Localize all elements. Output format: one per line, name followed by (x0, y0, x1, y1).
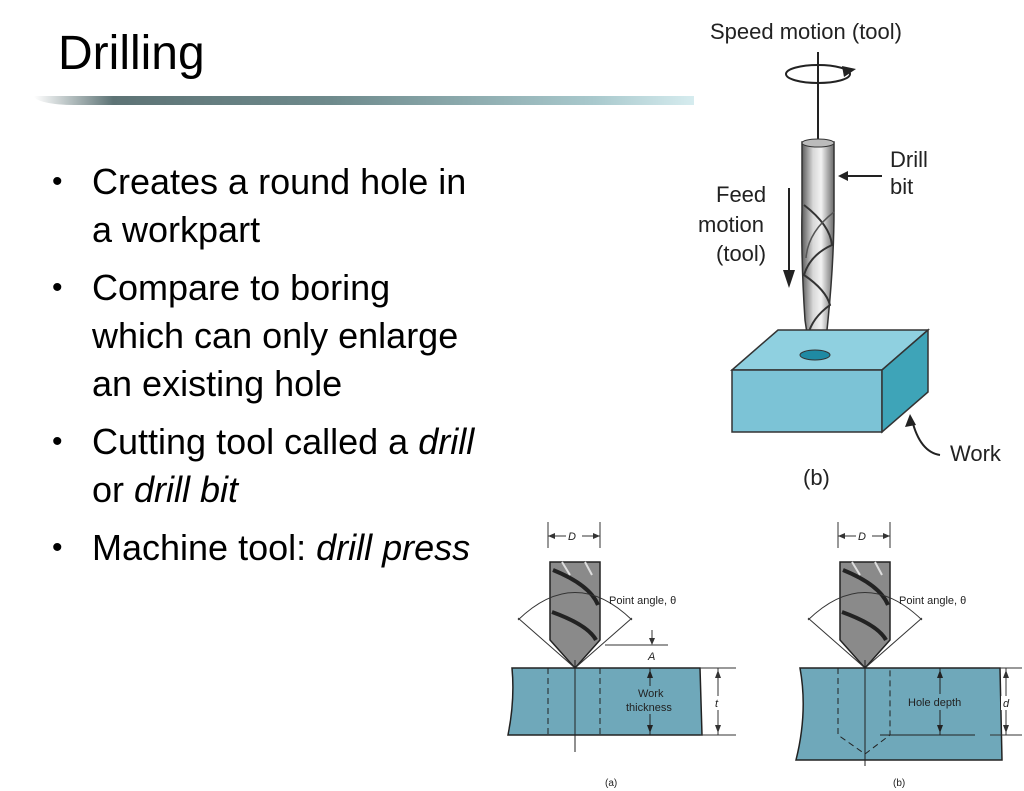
bullet-text-prefix: Machine tool: (92, 527, 317, 568)
bullet-text-prefix: Cutting tool called a (92, 421, 419, 462)
bullet-item: • Cutting tool called a drill or drill b… (52, 418, 492, 514)
drill-tip-icon (549, 561, 601, 670)
work-section-left (507, 667, 703, 736)
bullet-dot: • (52, 531, 63, 564)
bullet-item: • Creates a round hole in a workpart (52, 158, 492, 254)
speed-motion-label: Speed motion (tool) (710, 19, 902, 44)
feed-arrow-head-icon (783, 270, 795, 288)
bullet-dot: • (52, 425, 63, 458)
bullet-emphasis: drill (418, 421, 475, 462)
bullet-text-middle: or (92, 469, 135, 510)
drill-bit-label-line1: Drill (890, 147, 928, 172)
point-angle-label: Point angle, θ (609, 595, 676, 607)
bullet-item: • Compare to boring which can only enlar… (52, 264, 492, 408)
a-label: A (647, 651, 655, 663)
bullet-dot: • (52, 271, 63, 304)
bullet-list: • Creates a round hole in a workpart • C… (52, 158, 492, 582)
t-label: t (715, 698, 719, 710)
feed-motion-label-line1: Feed (716, 182, 766, 207)
d-label: d (1003, 698, 1010, 710)
hole-depth-label: Hole depth (908, 697, 961, 709)
bottom-left-caption: (a) (605, 778, 617, 789)
bullet-text: Creates a round hole in a workpart (92, 161, 467, 250)
bottom-right-caption: (b) (893, 778, 905, 789)
drill-tip-icon (839, 561, 891, 670)
bullet-emphasis: drill bit (134, 469, 239, 510)
bullet-text: Compare to boring which can only enlarge… (92, 267, 459, 404)
top-figure-caption: (b) (803, 465, 830, 490)
feed-motion-label-line3: (tool) (716, 241, 766, 266)
work-thickness-label-line2: thickness (626, 702, 672, 714)
bullet-dot: • (52, 165, 63, 198)
hole-opening (799, 349, 831, 361)
slide-title: Drilling (58, 27, 205, 80)
diameter-label: D (858, 531, 866, 543)
feed-motion-label-line2: motion (698, 212, 764, 237)
bullet-emphasis: drill press (316, 527, 471, 568)
work-block (729, 328, 931, 434)
title-underline (34, 96, 694, 105)
point-angle-label: Point angle, θ (899, 595, 966, 607)
work-thickness-label-line1: Work (638, 688, 664, 700)
diameter-label: D (568, 531, 576, 543)
bullet-item: • Machine tool: drill press (52, 524, 492, 572)
work-section-right (795, 667, 1003, 761)
work-label: Work (950, 441, 1002, 466)
drill-bit-label-line2: bit (890, 174, 913, 199)
